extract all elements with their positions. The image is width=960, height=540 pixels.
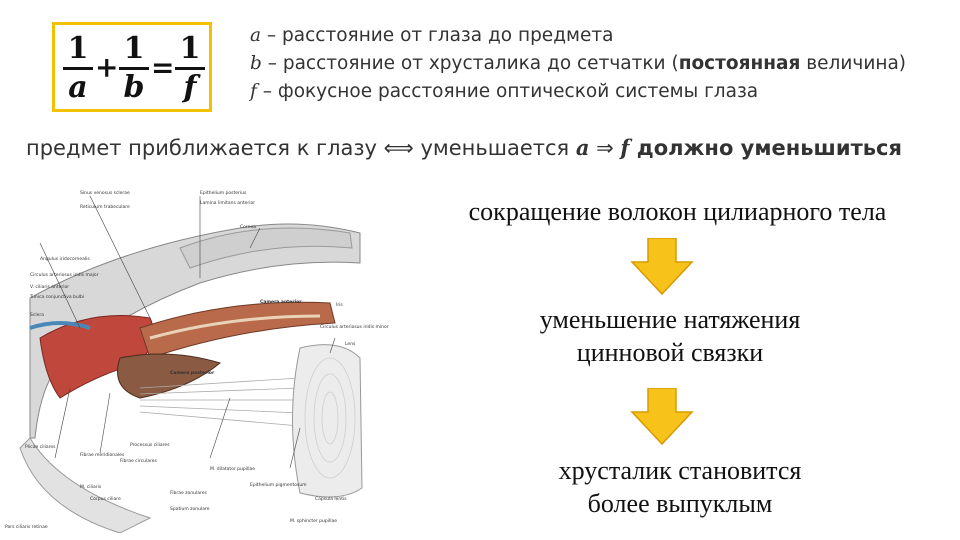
label-camera-anterior: Camera anterior bbox=[260, 299, 302, 305]
arrow-down-icon bbox=[630, 388, 694, 446]
label-leader-lines bbox=[39, 195, 336, 469]
iris-stroma-line bbox=[149, 314, 321, 340]
variable-f: f bbox=[620, 135, 630, 160]
variable-definitions: a – расстояние от глаза до предмета b – … bbox=[250, 22, 906, 106]
lens-shape bbox=[292, 344, 363, 498]
label-fibrae-meridionales: Fibrae meridionales bbox=[80, 452, 125, 458]
label-sinus-venosus: Sinus venosus sclerae bbox=[80, 190, 130, 196]
variable-symbol: a bbox=[250, 25, 262, 46]
fraction-one-over-b: 1 b bbox=[119, 33, 149, 104]
label-fibrae-circulares: Fibrae circulares bbox=[120, 458, 158, 464]
label-corpus-ciliare: Corpus ciliare bbox=[90, 496, 121, 502]
implies-symbol: ⇒ bbox=[589, 136, 621, 160]
label-fibrae-zonulares: Fibrae zonulares bbox=[170, 490, 208, 496]
label-processus-ciliares: Processus ciliares bbox=[130, 442, 170, 448]
denominator-f: f bbox=[183, 70, 197, 105]
equals-sign: = bbox=[151, 51, 175, 84]
lens-rings bbox=[304, 357, 356, 479]
definition-text: – расстояние от хрусталика до сетчатки ( bbox=[261, 53, 679, 74]
chain-step-3-line-1: хрусталик становится bbox=[558, 456, 802, 485]
chain-step-2: уменьшение натяжения цинновой связки bbox=[420, 303, 920, 369]
plus-sign: + bbox=[95, 51, 119, 84]
numerator: 1 bbox=[67, 31, 89, 66]
label-angulus: Angulus iridocornealis bbox=[40, 256, 90, 262]
chain-step-2-line-2: цинновой связки bbox=[576, 338, 764, 367]
label-cornea: Cornea bbox=[240, 224, 256, 230]
lower-sclera-shape bbox=[19, 437, 152, 533]
chain-step-3: хрусталик становится более выпуклым bbox=[440, 454, 920, 520]
iff-symbol: ⟺ bbox=[383, 136, 414, 160]
label-capsula-lentis: Capsula lentis bbox=[315, 496, 347, 502]
label-camera-posterior: Camera posterior bbox=[170, 370, 215, 376]
variable-symbol: f bbox=[250, 81, 257, 102]
variable-a: a bbox=[575, 135, 590, 160]
definition-text: – фокусное расстояние оптической системы… bbox=[256, 81, 759, 102]
ciliary-body-shape bbox=[117, 353, 222, 399]
label-m-dilatator: M. dilatator pupillae bbox=[210, 466, 255, 472]
definition-b: b – расстояние от хрусталика до сетчатки… bbox=[250, 50, 906, 78]
label-m-ciliaris: M. ciliaris bbox=[80, 484, 102, 490]
definition-f: f – фокусное расстояние оптической систе… bbox=[250, 78, 906, 106]
definition-text: – расстояние от глаза до предмета bbox=[261, 25, 614, 46]
label-m-sphincter: M. sphincter pupillae bbox=[290, 518, 337, 524]
label-epithelium-posterius: Epithelium posterius bbox=[200, 190, 247, 196]
accommodation-statement: предмет приближается к глазу ⟺ уменьшает… bbox=[26, 135, 902, 160]
label-reticulum: Reticulum trabeculare bbox=[80, 204, 130, 210]
chain-step-1: сокращение волокон цилиарного тела bbox=[468, 197, 887, 226]
label-plicae-ciliares: Plicae ciliares bbox=[25, 444, 56, 450]
emphasis-text: постоянная bbox=[678, 53, 801, 74]
label-circulus-major: Circulus arteriosus iridis major bbox=[30, 272, 99, 278]
label-pars-ciliaris: Pars ciliaris retinae bbox=[5, 524, 48, 530]
label-v-ciliaris: V. ciliaris anterior bbox=[30, 284, 69, 290]
label-circulus-minor: Circulus arteriosus iridis minor bbox=[320, 324, 389, 330]
eye-anatomy-illustration: Camera anterior Camera posterior Cornea … bbox=[5, 190, 389, 533]
chain-step-2-line-1: уменьшение натяжения bbox=[539, 305, 801, 334]
statement-conclusion: должно уменьшиться bbox=[629, 136, 902, 160]
label-lamina: Lamina limitans anterior bbox=[200, 200, 255, 206]
label-lens: Lens bbox=[345, 341, 356, 347]
denominator-b: b bbox=[123, 70, 145, 105]
label-spatium: Spatium zonulare bbox=[170, 506, 210, 512]
fraction-bar bbox=[119, 67, 149, 70]
variable-symbol: b bbox=[250, 53, 262, 74]
fraction-one-over-f: 1 f bbox=[175, 33, 205, 104]
fraction-bar bbox=[63, 67, 93, 70]
label-epithelium-pigmentosum: Epithelium pigmentosum bbox=[250, 482, 307, 488]
definition-tail: величина) bbox=[800, 53, 907, 74]
numerator: 1 bbox=[123, 31, 145, 66]
arrow-down-icon bbox=[630, 238, 694, 296]
statement-part: уменьшается bbox=[413, 136, 576, 160]
denominator-a: a bbox=[68, 70, 88, 105]
fraction-bar bbox=[175, 67, 205, 70]
zonular-fibers bbox=[139, 377, 301, 427]
label-iris: Iris bbox=[336, 302, 343, 308]
chain-step-3-line-2: более выпуклым bbox=[587, 489, 773, 518]
lens-formula: 1 a + 1 b = 1 f bbox=[52, 22, 212, 112]
vein-shape bbox=[29, 321, 91, 330]
numerator: 1 bbox=[179, 31, 201, 66]
fraction-one-over-a: 1 a bbox=[63, 33, 93, 104]
cornea-shape bbox=[179, 227, 353, 269]
statement-part: предмет приближается к глазу bbox=[26, 136, 384, 160]
definition-a: a – расстояние от глаза до предмета bbox=[250, 22, 906, 50]
label-tunica: Tunica conjunctiva bulbi bbox=[29, 294, 84, 300]
label-sclera: Sclera bbox=[30, 312, 44, 318]
figure-labels: Camera anterior Camera posterior Cornea … bbox=[5, 190, 389, 530]
